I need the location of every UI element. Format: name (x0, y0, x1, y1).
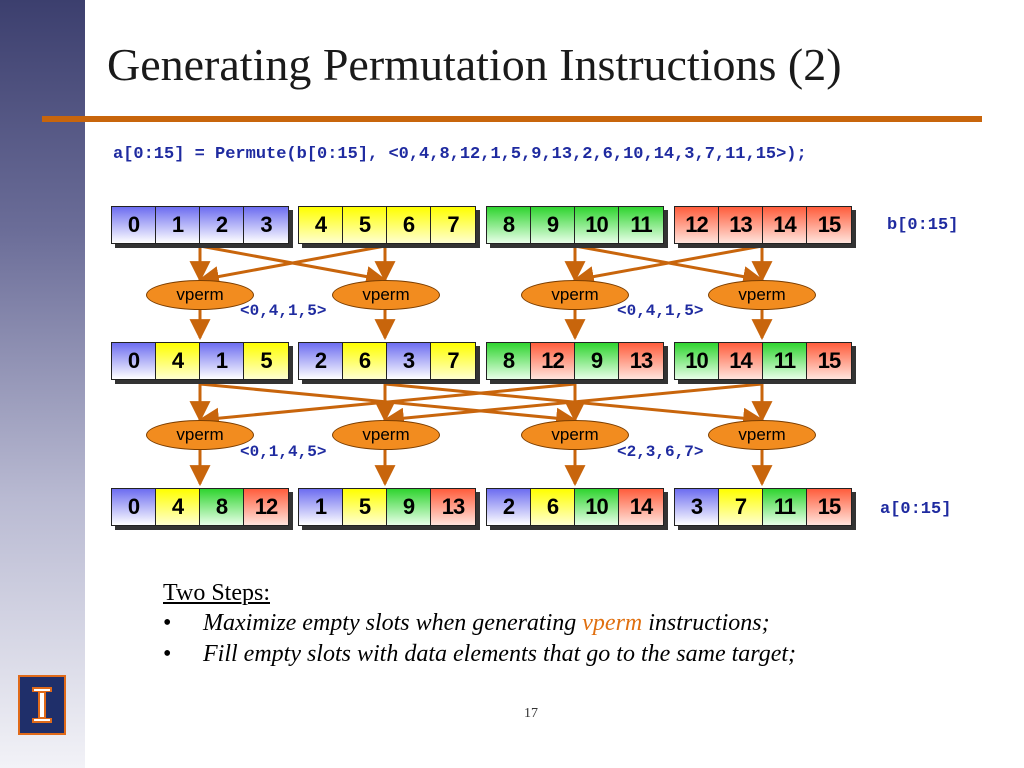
university-logo-icon (18, 675, 66, 735)
vperm-stage2-b: vperm (332, 420, 440, 450)
vperm-stage1-d: vperm (708, 280, 816, 310)
output-cell: 3 (675, 489, 719, 525)
step-1-text-end: instructions; (642, 610, 770, 636)
input-cell: 7 (431, 207, 475, 243)
middle-cell: 2 (299, 343, 343, 379)
input-cell: 4 (299, 207, 343, 243)
middle-cell: 8 (487, 343, 531, 379)
middle-cell: 0 (112, 343, 156, 379)
title-underline-rule (42, 116, 982, 122)
input-cell: 3 (244, 207, 288, 243)
output-cell: 14 (619, 489, 663, 525)
vperm-stage2-d: vperm (708, 420, 816, 450)
vperm-stage2-c: vperm (521, 420, 629, 450)
step-1-accent: vperm (582, 610, 643, 636)
input-cell: 11 (619, 207, 663, 243)
middle-cell: 14 (719, 343, 763, 379)
output-cell: 13 (431, 489, 475, 525)
middle-cell: 15 (807, 343, 851, 379)
input-group-3: 12 13 14 15 (674, 206, 852, 244)
input-cell: 14 (763, 207, 807, 243)
vperm-stage1-c: vperm (521, 280, 629, 310)
output-cell: 12 (244, 489, 288, 525)
input-cell: 13 (719, 207, 763, 243)
output-group-1: 1 5 9 13 (298, 488, 476, 526)
middle-cell: 13 (619, 343, 663, 379)
vperm-stage2-a: vperm (146, 420, 254, 450)
output-cell: 9 (387, 489, 431, 525)
middle-cell: 3 (387, 343, 431, 379)
output-group-2: 2 6 10 14 (486, 488, 664, 526)
input-cell: 2 (200, 207, 244, 243)
input-cell: 1 (156, 207, 200, 243)
mask-stage2-left: <0,1,4,5> (240, 443, 327, 461)
output-cell: 0 (112, 489, 156, 525)
step-item-2: • Fill empty slots with data elements tha… (163, 639, 796, 670)
slide-title: Generating Permutation Instructions (2) (107, 39, 842, 90)
bullet: • (163, 641, 172, 667)
input-vector-label: b[0:15] (887, 216, 959, 235)
output-cell: 15 (807, 489, 851, 525)
output-cell: 10 (575, 489, 619, 525)
step-1-text: Maximize empty slots when generating (203, 610, 583, 636)
vperm-stage1-b: vperm (332, 280, 440, 310)
mask-stage1-left: <0,4,1,5> (240, 302, 327, 320)
middle-cell: 1 (200, 343, 244, 379)
middle-cell: 5 (244, 343, 288, 379)
input-cell: 10 (575, 207, 619, 243)
middle-group-0: 0 4 1 5 (111, 342, 289, 380)
output-cell: 2 (487, 489, 531, 525)
output-cell: 4 (156, 489, 200, 525)
output-cell: 1 (299, 489, 343, 525)
bullet: • (163, 610, 172, 636)
mask-stage2-right: <2,3,6,7> (617, 443, 704, 461)
mask-stage1-right: <0,4,1,5> (617, 302, 704, 320)
input-group-1: 4 5 6 7 (298, 206, 476, 244)
input-group-2: 8 9 10 11 (486, 206, 664, 244)
middle-cell: 10 (675, 343, 719, 379)
output-cell: 7 (719, 489, 763, 525)
output-group-3: 3 7 11 15 (674, 488, 852, 526)
middle-cell: 7 (431, 343, 475, 379)
input-cell: 12 (675, 207, 719, 243)
input-group-0: 0 1 2 3 (111, 206, 289, 244)
input-cell: 6 (387, 207, 431, 243)
middle-cell: 9 (575, 343, 619, 379)
middle-cell: 6 (343, 343, 387, 379)
middle-group-2: 8 12 9 13 (486, 342, 664, 380)
input-cell: 0 (112, 207, 156, 243)
input-cell: 5 (343, 207, 387, 243)
output-vector-label: a[0:15] (880, 500, 952, 519)
permute-code-line: a[0:15] = Permute(b[0:15], <0,4,8,12,1,5… (113, 145, 807, 164)
steps-block: Two Steps: • Maximize empty slots when ge… (163, 578, 796, 670)
page-number: 17 (524, 706, 538, 721)
output-cell: 6 (531, 489, 575, 525)
output-cell: 5 (343, 489, 387, 525)
vperm-stage1-a: vperm (146, 280, 254, 310)
output-cell: 11 (763, 489, 807, 525)
output-cell: 8 (200, 489, 244, 525)
input-cell: 9 (531, 207, 575, 243)
step-item-1: • Maximize empty slots when generating vp… (163, 608, 796, 639)
middle-group-1: 2 6 3 7 (298, 342, 476, 380)
output-group-0: 0 4 8 12 (111, 488, 289, 526)
step-2-text: Fill empty slots with data elements that… (203, 641, 797, 667)
sidebar-gradient (0, 0, 85, 768)
input-cell: 8 (487, 207, 531, 243)
middle-cell: 11 (763, 343, 807, 379)
middle-cell: 12 (531, 343, 575, 379)
middle-group-3: 10 14 11 15 (674, 342, 852, 380)
steps-heading: Two Steps: (163, 580, 270, 606)
input-cell: 15 (807, 207, 851, 243)
middle-cell: 4 (156, 343, 200, 379)
